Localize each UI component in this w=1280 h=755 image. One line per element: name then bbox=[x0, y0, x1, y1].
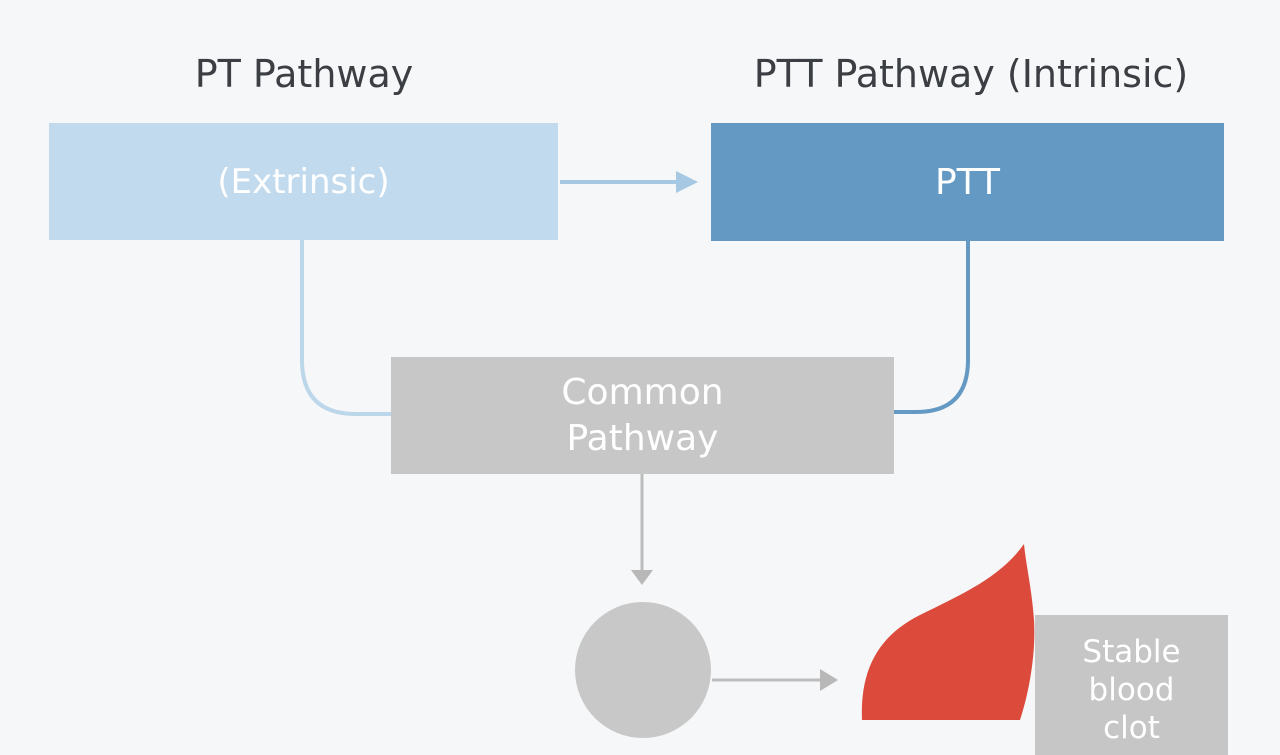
ptt-label: PTT bbox=[934, 161, 1001, 203]
blood-clot-drop-icon bbox=[861, 544, 1035, 720]
ptt-pathway-heading: PTT Pathway (Intrinsic) bbox=[753, 52, 1189, 96]
extrinsic-to-common-connector bbox=[300, 240, 391, 416]
stable-blood-clot-box: Stable blood clot bbox=[1035, 615, 1228, 755]
pt-pathway-heading: PT Pathway bbox=[194, 52, 414, 96]
stable-clot-label-line1: Stable bbox=[1082, 634, 1181, 670]
extrinsic-label: (Extrinsic) bbox=[217, 161, 390, 202]
common-pathway-label-line1: Common bbox=[561, 371, 724, 413]
extrinsic-to-ptt-arrow bbox=[560, 171, 698, 193]
common-to-node-arrow bbox=[631, 474, 653, 585]
ptt-box: PTT bbox=[711, 123, 1224, 241]
gray-circle-node bbox=[575, 602, 711, 738]
node-to-clot-arrow bbox=[712, 669, 838, 691]
stable-clot-label-line3: clot bbox=[1103, 710, 1160, 746]
ptt-to-common-connector bbox=[894, 241, 970, 414]
common-pathway-label-line2: Pathway bbox=[566, 417, 719, 459]
stable-clot-label-line2: blood bbox=[1088, 672, 1175, 708]
extrinsic-box: (Extrinsic) bbox=[49, 123, 558, 240]
common-pathway-box: Common Pathway bbox=[391, 357, 894, 474]
